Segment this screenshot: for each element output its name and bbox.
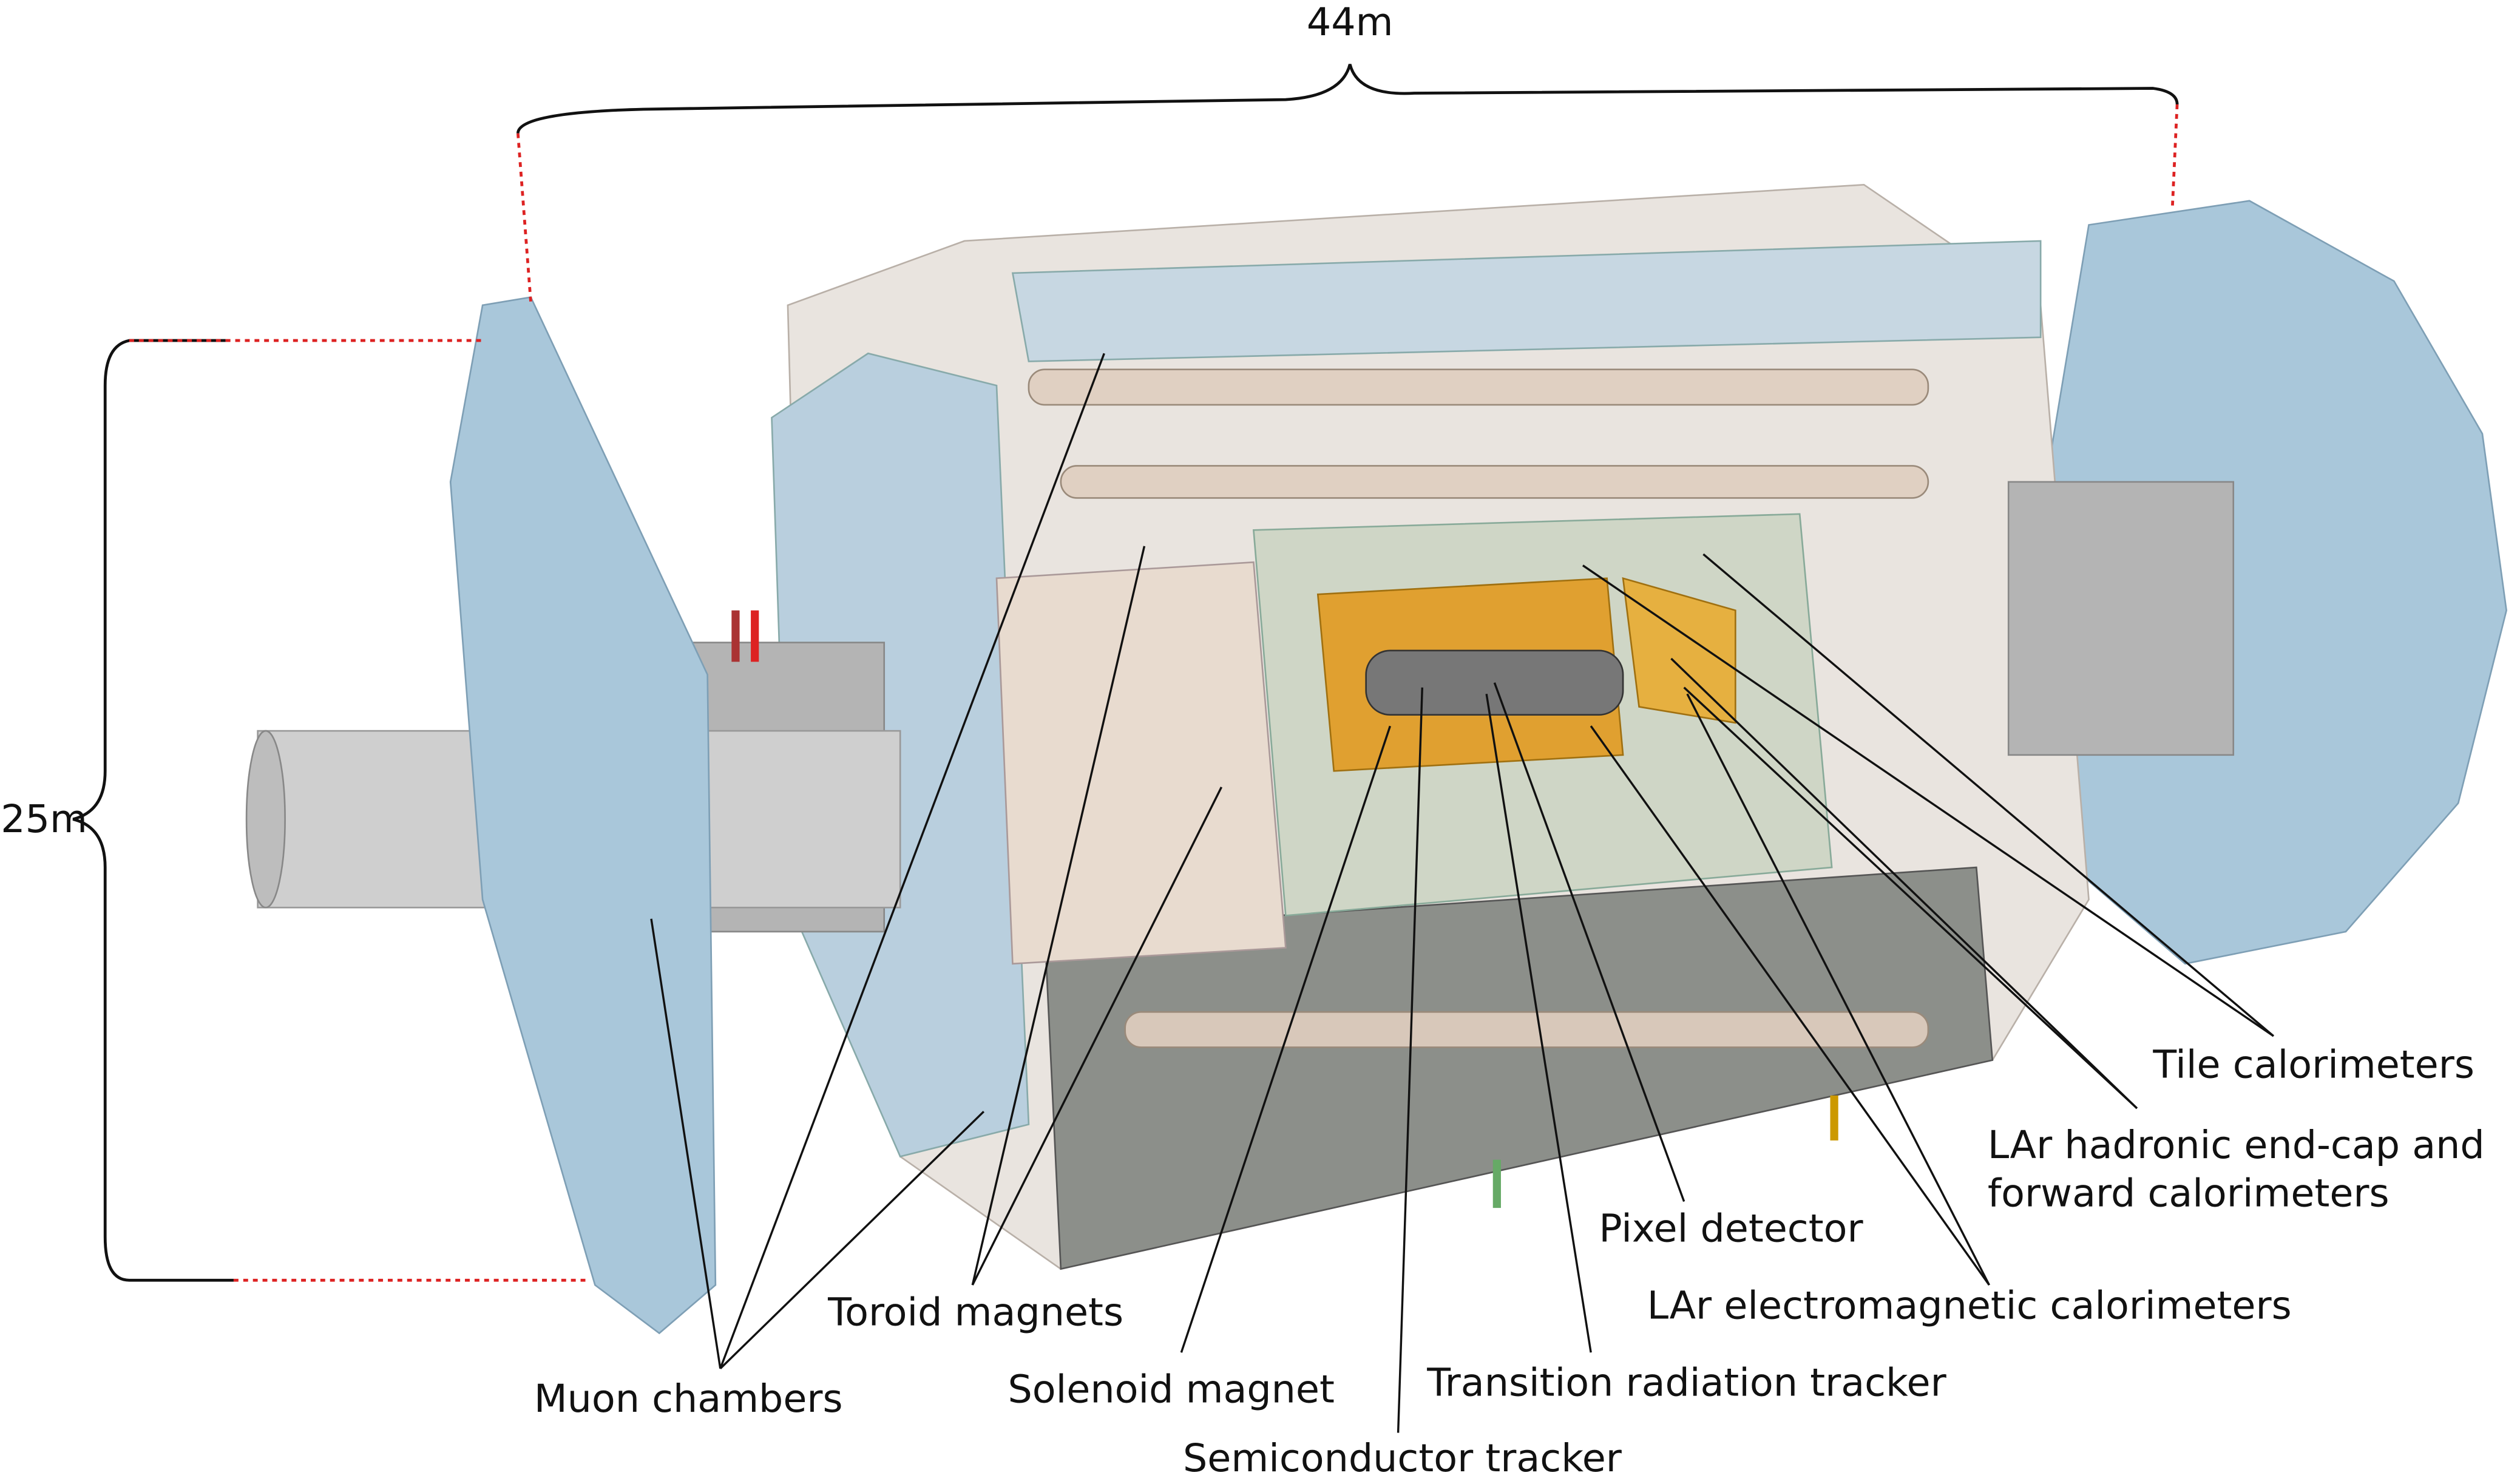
leader-lar-had-2 bbox=[1683, 686, 2138, 1110]
label-pixel-detector: Pixel detector bbox=[1599, 1206, 1863, 1251]
bottom-support-structure bbox=[1043, 866, 1994, 1270]
barrel-outer-muon-chambers bbox=[1011, 240, 2042, 362]
leader-muon-2 bbox=[719, 1111, 985, 1369]
left-big-muon-wheel bbox=[449, 296, 717, 1335]
toroid-coil-upper bbox=[1028, 368, 1929, 406]
height-brace bbox=[72, 339, 234, 1282]
label-muon-chambers: Muon chambers bbox=[534, 1376, 843, 1421]
people-figures bbox=[731, 610, 1838, 1208]
leader-trt bbox=[1485, 693, 1592, 1353]
leader-muon-3 bbox=[719, 353, 1105, 1369]
height-label: 25m bbox=[1, 796, 87, 841]
leader-sct bbox=[1397, 687, 1424, 1433]
leader-tile-2 bbox=[1702, 553, 2275, 1037]
beam-pipe-opening bbox=[245, 730, 286, 909]
length-dotted-left bbox=[516, 133, 532, 302]
right-endcap-shielding bbox=[2007, 481, 2235, 756]
lar-endcap bbox=[1622, 577, 1736, 724]
label-solenoid-magnet: Solenoid magnet bbox=[1008, 1366, 1335, 1411]
label-lar-em-calorimeters: LAr electromagnetic calorimeters bbox=[1647, 1283, 2292, 1328]
label-lar-hadronic-line2: forward calorimeters bbox=[1988, 1170, 2390, 1215]
leader-muon-1 bbox=[650, 918, 722, 1369]
leader-lar-em-2 bbox=[1686, 693, 1991, 1286]
leader-toroid-1 bbox=[971, 546, 1146, 1286]
label-lar-hadronic-line1: LAr hadronic end-cap and bbox=[1988, 1122, 2485, 1167]
length-dotted-right bbox=[2170, 104, 2179, 209]
toroid-coil-middle bbox=[1060, 465, 1929, 499]
label-transition-radiation-tracker: Transition radiation tracker bbox=[1426, 1360, 1946, 1405]
label-toroid-magnets: Toroid magnets bbox=[827, 1289, 1123, 1334]
detector-illustration bbox=[245, 183, 2507, 1335]
leader-toroid-2 bbox=[971, 786, 1223, 1286]
label-tile-calorimeters: Tile calorimeters bbox=[2152, 1042, 2474, 1087]
leader-solenoid bbox=[1180, 725, 1391, 1353]
length-brace bbox=[516, 64, 2179, 134]
leader-lines bbox=[650, 353, 2275, 1433]
length-label: 44m bbox=[1307, 0, 1394, 44]
toroid-coil-lower bbox=[1124, 1011, 1929, 1048]
inner-detector bbox=[1365, 649, 1624, 716]
label-semiconductor-tracker: Semiconductor tracker bbox=[1183, 1435, 1622, 1480]
leader-pixel bbox=[1493, 682, 1685, 1202]
leader-lar-had-1 bbox=[1670, 657, 2138, 1110]
leader-tile-1 bbox=[1582, 564, 2274, 1037]
left-endcap-toroid bbox=[995, 561, 1287, 965]
leader-lar-em-1 bbox=[1590, 725, 1990, 1286]
